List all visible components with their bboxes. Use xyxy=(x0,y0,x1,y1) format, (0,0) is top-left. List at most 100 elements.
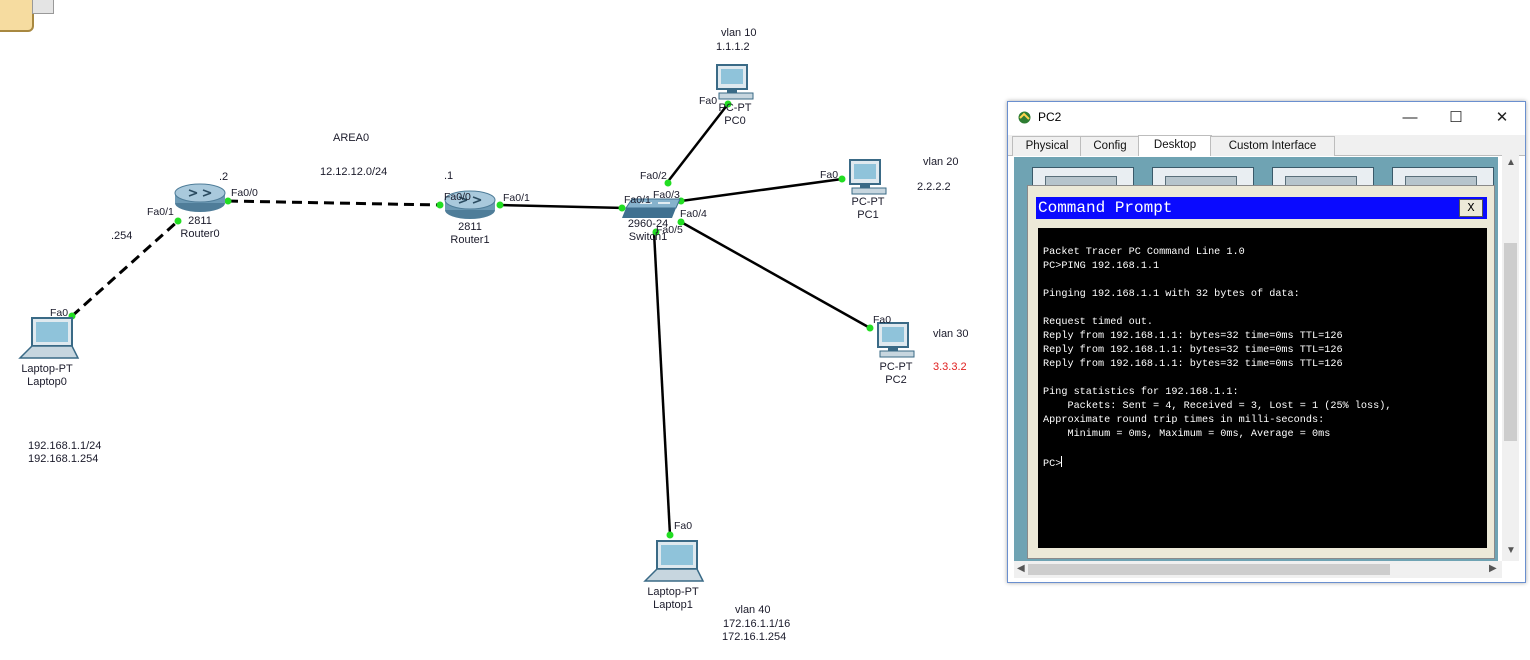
note-vlan30-ip: 3.3.3.2 xyxy=(933,361,967,373)
router0-label[interactable]: 2811 Router0 xyxy=(170,215,230,241)
router1-name: Router1 xyxy=(450,234,490,246)
packet-tracer-icon xyxy=(1018,111,1031,124)
vertical-scrollbar[interactable]: ▲ ▼ xyxy=(1502,155,1519,561)
pc1-label[interactable]: PC-PT PC1 xyxy=(838,196,898,222)
command-line: PC>PING 192.168.1.1 xyxy=(1043,261,1160,272)
minimize-button[interactable]: — xyxy=(1402,109,1418,126)
note-r0-fa01-ip: .254 xyxy=(111,230,133,242)
command-prompt-title-text: Command Prompt xyxy=(1038,199,1173,217)
port-pc2-fa0: Fa0 xyxy=(873,314,892,326)
close-button[interactable]: ✕ xyxy=(1495,109,1509,126)
pc2-window[interactable]: PC2 — ☐ ✕ Physical Config Desktop Custom… xyxy=(1007,101,1526,583)
pc0-name: PC0 xyxy=(724,115,746,127)
link-router1-switch1 xyxy=(499,203,626,210)
laptop0-model: Laptop-PT xyxy=(21,363,73,375)
router0-name: Router0 xyxy=(180,228,220,240)
vertical-scroll-thumb[interactable] xyxy=(1504,243,1517,441)
laptop1-model: Laptop-PT xyxy=(647,586,699,598)
pc2-label[interactable]: PC-PT PC2 xyxy=(866,361,926,387)
port-pc1-fa0: Fa0 xyxy=(820,169,839,181)
port-sw-fa04: Fa0/4 xyxy=(680,208,707,220)
scroll-right-icon[interactable]: ▶ xyxy=(1489,563,1497,574)
port-r0-fa01: Fa0/1 xyxy=(147,206,174,218)
command-line: Minimum = 0ms, Maximum = 0ms, Average = … xyxy=(1043,429,1331,440)
command-line: Ping statistics for 192.168.1.1: xyxy=(1043,387,1239,398)
laptop0-name: Laptop0 xyxy=(27,376,67,388)
note-vlan40-ip: 172.16.1.1/16 xyxy=(723,618,791,630)
note-vlan40-gw: 172.16.1.254 xyxy=(722,631,787,643)
command-line: Approximate round trip times in milli-se… xyxy=(1043,415,1325,426)
tab-physical[interactable]: Physical xyxy=(1012,136,1082,156)
note-r1-ip: .1 xyxy=(444,170,454,182)
laptop1-icon xyxy=(643,540,705,582)
pc0-label[interactable]: PC-PT PC0 xyxy=(705,102,765,128)
command-line: Reply from 192.168.1.1: bytes=32 time=0m… xyxy=(1043,345,1343,356)
switch1-label[interactable]: 2960-24 Switch1 xyxy=(612,218,684,244)
text-cursor xyxy=(1061,456,1063,467)
scroll-down-icon[interactable]: ▼ xyxy=(1506,545,1516,556)
pc1-model: PC-PT xyxy=(851,196,885,208)
link-status-dots xyxy=(68,100,874,539)
scroll-up-icon[interactable]: ▲ xyxy=(1506,157,1516,168)
pc1-icon xyxy=(849,159,887,195)
port-r1-fa01: Fa0/1 xyxy=(503,192,530,204)
command-line: Request timed out. xyxy=(1043,317,1154,328)
command-prompt-title: Command Prompt X xyxy=(1036,197,1487,219)
router0-icon xyxy=(174,183,226,212)
window-title: PC2 xyxy=(1038,110,1062,124)
note-area: AREA0 xyxy=(333,132,370,144)
link-switch1-pc2 xyxy=(680,220,871,330)
port-sw-fa03: Fa0/3 xyxy=(653,189,680,201)
note-vlan30: vlan 30 xyxy=(933,328,969,340)
port-laptop1-fa0: Fa0 xyxy=(674,520,693,532)
note-vlan40: vlan 40 xyxy=(735,604,771,616)
desktop-panel: Command Prompt X Packet Tracer PC Comman… xyxy=(1014,157,1498,561)
maximize-button[interactable]: ☐ xyxy=(1449,109,1463,126)
note-laptop0-gw: 192.168.1.254 xyxy=(28,453,99,465)
pc2-name: PC2 xyxy=(885,374,907,386)
switch1-model: 2960-24 xyxy=(627,218,669,230)
link-switch1-pc0 xyxy=(665,103,729,185)
command-prompt-close-button[interactable]: X xyxy=(1459,199,1483,217)
pc0-icon xyxy=(716,64,754,100)
note-link-subnet: 12.12.12.0/24 xyxy=(320,166,388,178)
scroll-left-icon[interactable]: ◀ xyxy=(1017,563,1025,574)
note-vlan20-ip: 2.2.2.2 xyxy=(917,181,951,193)
tab-custom-interface[interactable]: Custom Interface xyxy=(1210,136,1335,156)
router0-model: 2811 xyxy=(188,215,212,227)
topology-links xyxy=(18,64,915,582)
tab-desktop[interactable]: Desktop xyxy=(1138,135,1212,156)
port-r1-fa00: Fa0/0 xyxy=(444,191,471,203)
horizontal-scrollbar[interactable]: ◀ ▶ xyxy=(1014,561,1502,578)
command-line: Reply from 192.168.1.1: bytes=32 time=0m… xyxy=(1043,359,1343,370)
tab-bar: Physical Config Desktop Custom Interface xyxy=(1008,135,1525,156)
laptop1-label[interactable]: Laptop-PT Laptop1 xyxy=(638,586,708,612)
link-switch1-pc1 xyxy=(680,177,843,203)
command-line: PC> xyxy=(1043,456,1063,472)
laptop0-label[interactable]: Laptop-PT Laptop0 xyxy=(12,363,82,389)
tab-config[interactable]: Config xyxy=(1080,136,1140,156)
horizontal-scroll-thumb[interactable] xyxy=(1028,564,1390,575)
link-laptop0-router0 xyxy=(70,219,180,318)
corner-tool-edge xyxy=(32,0,54,14)
command-prompt-window[interactable]: Command Prompt X Packet Tracer PC Comman… xyxy=(1027,185,1495,559)
laptop0-icon xyxy=(18,317,80,359)
router1-label[interactable]: 2811 Router1 xyxy=(440,221,500,247)
link-switch1-laptop1 xyxy=(652,231,672,536)
window-titlebar[interactable]: PC2 — ☐ ✕ xyxy=(1008,102,1525,133)
corner-tool-icon[interactable] xyxy=(0,0,34,32)
link-router0-router1 xyxy=(227,199,441,207)
pc1-name: PC1 xyxy=(857,209,879,221)
command-line: Reply from 192.168.1.1: bytes=32 time=0m… xyxy=(1043,331,1343,342)
pc2-model: PC-PT xyxy=(879,361,913,373)
port-r0-fa00: Fa0/0 xyxy=(231,187,258,199)
pc0-model: PC-PT xyxy=(718,102,752,114)
command-line: Pinging 192.168.1.1 with 32 bytes of dat… xyxy=(1043,289,1300,300)
note-laptop0-ip: 192.168.1.1/24 xyxy=(28,440,102,452)
pc2-icon xyxy=(877,322,915,358)
note-vlan20: vlan 20 xyxy=(923,156,959,168)
note-vlan10-ip: 1.1.1.2 xyxy=(716,41,750,53)
note-vlan10: vlan 10 xyxy=(721,27,757,39)
switch1-name: Switch1 xyxy=(628,231,668,243)
